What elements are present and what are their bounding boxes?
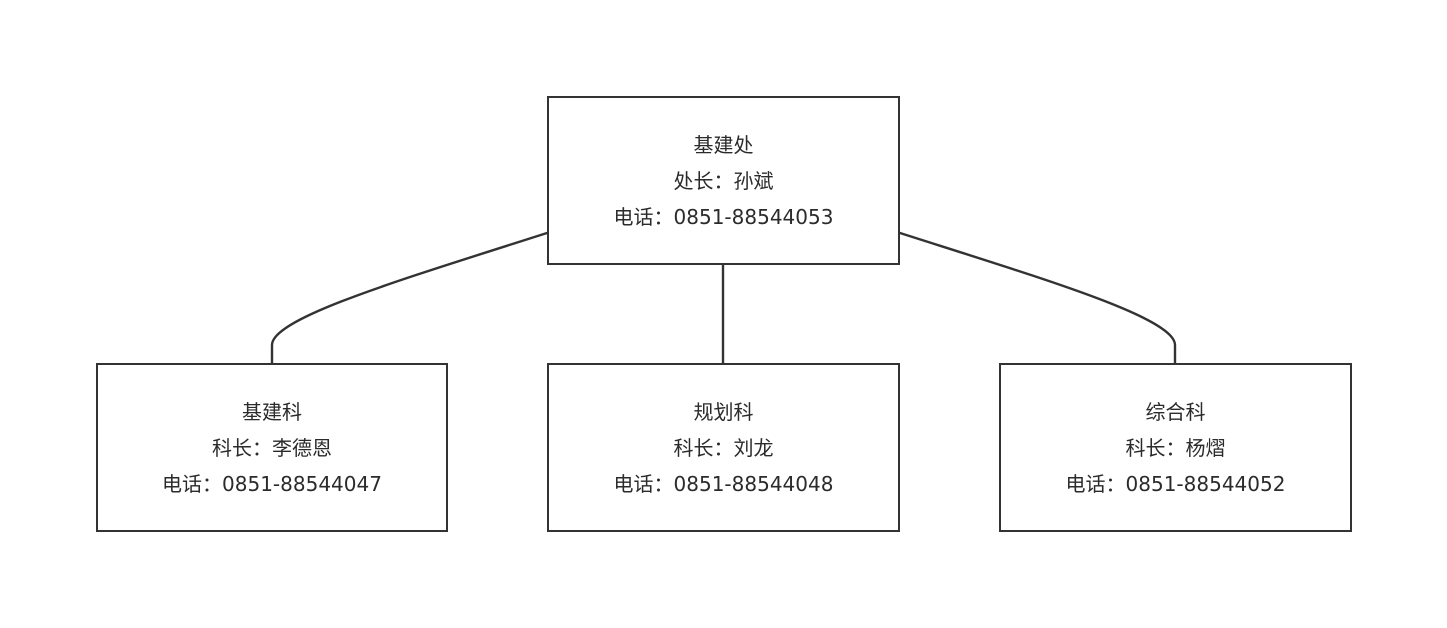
node-title: 规划科	[693, 399, 754, 424]
org-node-zonghe: 综合科 科长：杨熠 电话：0851-88544052	[999, 363, 1352, 532]
node-head: 科长：李德恩	[212, 435, 332, 460]
node-phone: 电话：0851-88544047	[162, 471, 382, 496]
node-title: 基建科	[242, 399, 302, 424]
connector-root-to-jianshe	[270, 231, 549, 365]
node-head: 处长：孙斌	[673, 168, 774, 193]
org-node-guihua: 规划科 科长：刘龙 电话：0851-88544048	[547, 363, 900, 532]
node-phone: 电话：0851-88544053	[613, 204, 834, 229]
node-title: 基建处	[693, 132, 754, 157]
node-head: 科长：刘龙	[673, 435, 774, 460]
org-node-jianshe: 基建科 科长：李德恩 电话：0851-88544047	[96, 363, 448, 532]
node-title: 综合科	[1145, 399, 1206, 424]
node-phone: 电话：0851-88544048	[613, 471, 834, 496]
connector-root-to-zonghe	[898, 231, 1177, 365]
node-phone: 电话：0851-88544052	[1065, 471, 1286, 496]
node-head: 科长：杨熠	[1125, 435, 1226, 460]
org-node-root: 基建处 处长：孙斌 电话：0851-88544053	[547, 96, 900, 265]
